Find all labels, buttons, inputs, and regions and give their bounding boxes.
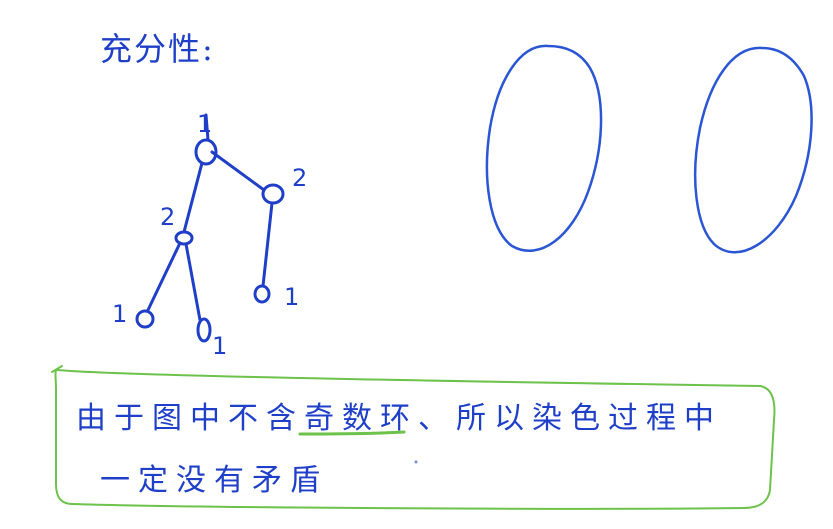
edge-right-leaf [261,201,274,288]
tree-edges [146,113,274,322]
label-left-left-leaf: 1 [112,300,127,328]
edge-root-right [210,150,266,192]
label-right-leaf: 1 [284,283,299,311]
note-line-2: 一定没有矛盾 [100,463,328,498]
note-line-1: 由于图中不含奇数环、所以染色过程中 [76,401,722,436]
tree-labels: 1 2 2 1 1 1 [112,110,307,360]
note-underline [298,430,406,436]
node-left-right-leaf [196,317,212,343]
right-ellipse [693,46,813,254]
label-right-child: 2 [292,164,307,192]
note-box-corner-tick [51,365,63,373]
note-box [54,368,776,510]
node-right-child [261,183,285,205]
root-stem [204,113,210,142]
label-left-child: 2 [160,203,175,231]
node-right-leaf [253,284,271,304]
edge-root-left [182,161,204,234]
node-left-child [174,230,194,246]
node-root [194,138,218,166]
left-ellipse [485,44,603,252]
ink-dot [414,460,418,464]
heading-text: 充分性: [100,30,215,68]
label-left-right-leaf: 1 [212,332,227,360]
node-left-left-leaf [135,309,155,329]
edge-left-rightleaf [184,242,202,322]
edge-left-leftleaf [146,241,182,312]
tree-nodes [135,138,285,343]
label-root: 1 [197,110,212,138]
